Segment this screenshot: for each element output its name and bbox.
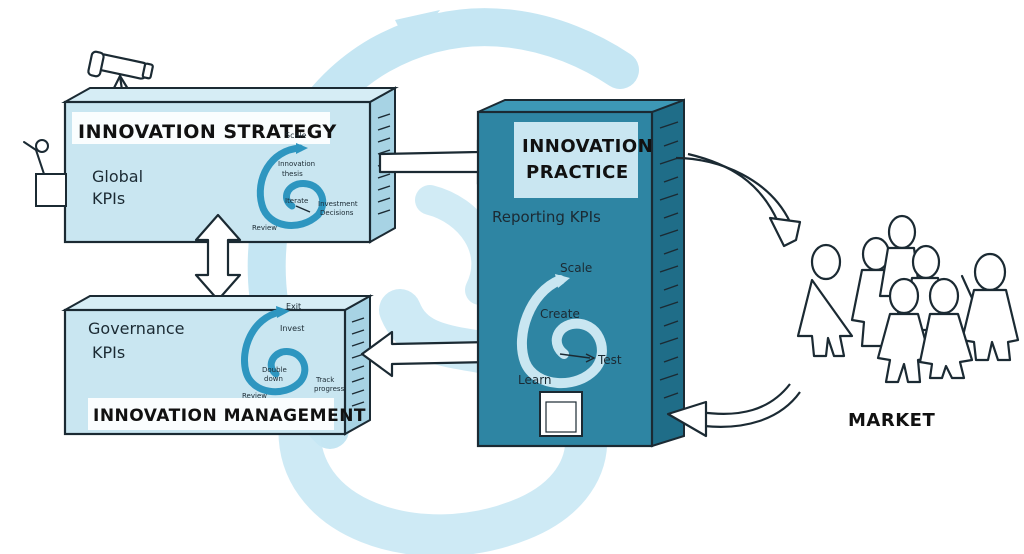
person-icon bbox=[918, 277, 974, 380]
practice-cycle-test: Test bbox=[597, 353, 622, 367]
market-label: MARKET bbox=[848, 410, 935, 431]
practice-cycle: Scale Create Test Learn bbox=[516, 261, 622, 388]
management-cycle: Exit Invest Double down Track progress R… bbox=[241, 302, 345, 400]
strategy-cycle-thesis-1: Innovation bbox=[278, 160, 315, 168]
person-icon bbox=[796, 243, 854, 358]
management-cycle-dd-2: down bbox=[264, 375, 283, 383]
management-box: Governance KPIs INNOVATION MANAGEMENT bbox=[61, 294, 374, 436]
strategy-title: INNOVATION STRATEGY bbox=[78, 121, 337, 143]
practice-title-line1: INNOVATION bbox=[522, 136, 653, 157]
management-kpi-line1: Governance bbox=[88, 319, 185, 338]
practice-cycle-learn: Learn bbox=[518, 373, 552, 387]
management-cycle-invest: Invest bbox=[280, 324, 304, 333]
strategy-cycle-investment-1: Investment bbox=[318, 200, 358, 208]
person-icon bbox=[876, 277, 932, 384]
management-cycle-track-1: Track bbox=[315, 376, 335, 384]
person-icon bbox=[878, 214, 922, 298]
practice-title-line2: PRACTICE bbox=[526, 162, 629, 183]
market-crowd-icon bbox=[796, 214, 1020, 384]
person-icon bbox=[960, 252, 1020, 362]
management-cycle-track-2: progress bbox=[314, 385, 345, 393]
practice-kpi: Reporting KPIs bbox=[492, 208, 601, 226]
strategy-cycle-investment-2: Decisions bbox=[320, 209, 354, 217]
strategy-cycle: Scale Innovation thesis Iterate Investme… bbox=[252, 131, 358, 232]
strategy-box: INNOVATION STRATEGY Global KPIs bbox=[61, 86, 399, 244]
strategy-kpi-line2: KPIs bbox=[92, 189, 125, 208]
strategy-cycle-review: Review bbox=[252, 224, 277, 232]
management-title: INNOVATION MANAGEMENT bbox=[93, 406, 366, 426]
arrow-practice-to-management bbox=[360, 330, 492, 378]
practice-cycle-create: Create bbox=[540, 307, 580, 321]
management-cycle-dd-1: Double bbox=[262, 366, 287, 374]
strategy-cycle-thesis-2: thesis bbox=[282, 170, 303, 178]
strategy-cycle-top: Scale bbox=[285, 131, 307, 140]
arrow-market-to-practice bbox=[666, 383, 801, 438]
management-cycle-exit: Exit bbox=[286, 302, 301, 311]
management-kpi-line2: KPIs bbox=[92, 343, 125, 362]
strategy-cycle-iterate: Iterate bbox=[285, 197, 308, 205]
arrow-practice-to-market bbox=[675, 152, 802, 248]
microphone-icon bbox=[23, 139, 67, 207]
practice-cycle-scale: Scale bbox=[560, 261, 592, 275]
strategy-kpi-line1: Global bbox=[92, 167, 143, 186]
management-cycle-review: Review bbox=[242, 392, 267, 400]
